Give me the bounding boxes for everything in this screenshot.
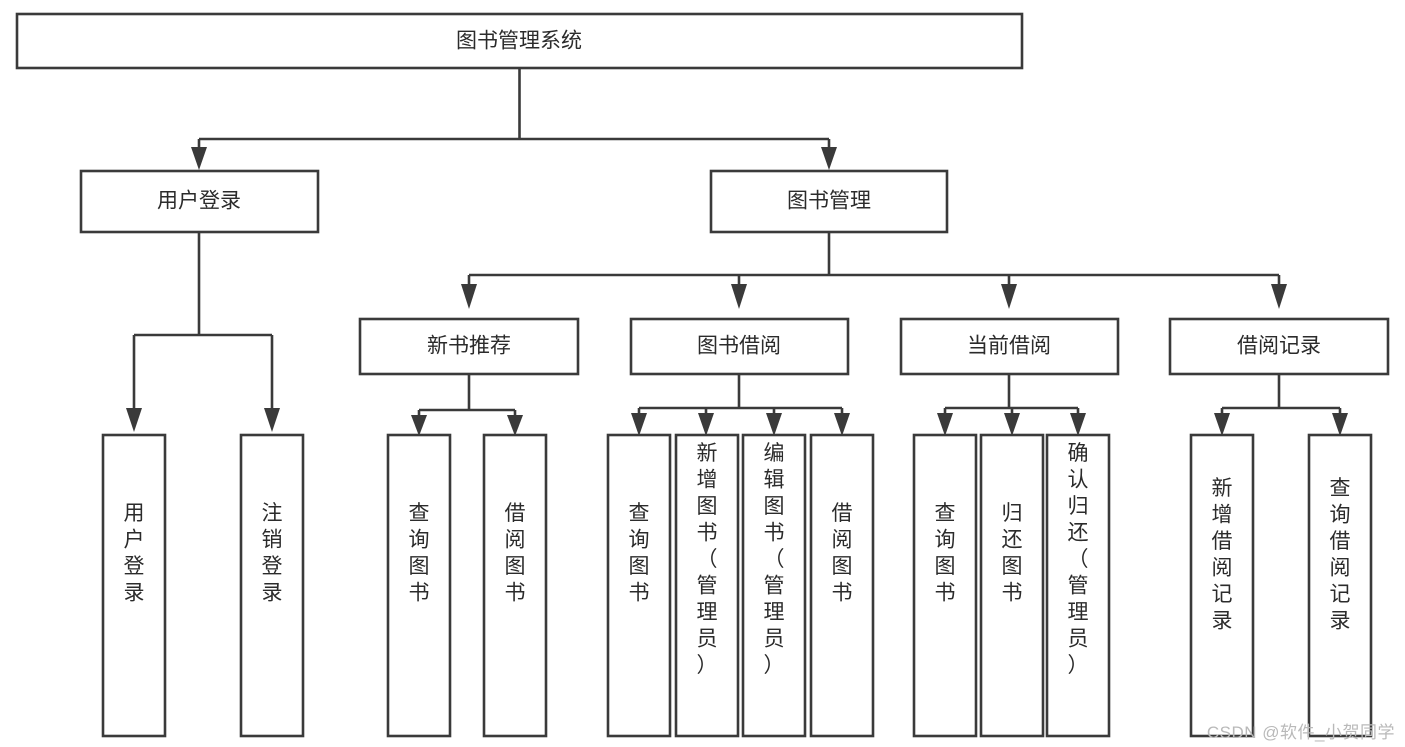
leaf-book-borrow-4-box[interactable] bbox=[809, 433, 875, 738]
arrow-books-n2 bbox=[731, 284, 747, 309]
leaf-user-login-2-label: 注销登录 bbox=[262, 502, 283, 605]
leaf-book-borrow-1-label: 查询图书 bbox=[629, 502, 650, 605]
arrow-books-n3 bbox=[1001, 284, 1017, 309]
leaf-book-borrow-2[interactable]: 新增图书（管理员） bbox=[674, 433, 740, 738]
leaf-recommend-1[interactable]: 查询图书 bbox=[386, 433, 452, 738]
node-current-borrow-box[interactable] bbox=[899, 317, 1120, 376]
arrow-root-to-books bbox=[821, 147, 837, 170]
leaf-user-login-1-box[interactable] bbox=[101, 433, 167, 738]
node-root-label: 图书管理系统 bbox=[456, 30, 582, 53]
leaf-user-login-2[interactable]: 注销登录 bbox=[239, 433, 305, 738]
node-user-login-label: 用户登录 bbox=[157, 190, 241, 213]
arrow-borrow-l3 bbox=[766, 413, 782, 436]
node-current-borrow-label: 当前借阅 bbox=[967, 335, 1051, 358]
node-book-borrow-box[interactable] bbox=[629, 317, 850, 376]
leaf-borrow-record-2-label: 查询借阅记录 bbox=[1330, 477, 1351, 633]
leaf-current-borrow-3-label: 确认归还（管理员） bbox=[1068, 442, 1089, 677]
leaf-current-borrow-1-label: 查询图书 bbox=[935, 502, 956, 605]
node-book-borrow[interactable]: 图书借阅 bbox=[629, 317, 850, 376]
leaf-user-login-1-label: 用户登录 bbox=[124, 502, 145, 605]
leaf-current-borrow-1-box[interactable] bbox=[912, 433, 978, 738]
arrow-recommend-l2 bbox=[507, 415, 523, 436]
leaf-borrow-record-2[interactable]: 查询借阅记录 bbox=[1307, 433, 1373, 738]
node-root-box[interactable] bbox=[15, 12, 1024, 70]
leaf-user-login-2-box[interactable] bbox=[239, 433, 305, 738]
leaf-current-borrow-2-box[interactable] bbox=[979, 433, 1045, 738]
node-borrow-record[interactable]: 借阅记录 bbox=[1168, 317, 1390, 376]
node-borrow-record-box[interactable] bbox=[1168, 317, 1390, 376]
arrow-user-leaf2 bbox=[264, 408, 280, 432]
arrow-borrow-l4 bbox=[834, 413, 850, 436]
leaf-current-borrow-1[interactable]: 查询图书 bbox=[912, 433, 978, 738]
leaf-book-borrow-3[interactable]: 编辑图书（管理员） bbox=[741, 433, 807, 738]
arrow-borrow-l2 bbox=[698, 413, 714, 436]
leaf-recommend-1-box[interactable] bbox=[386, 433, 452, 738]
arrow-borrow-l1 bbox=[631, 413, 647, 436]
node-new-book-recommend-label: 新书推荐 bbox=[427, 335, 511, 358]
leaf-book-borrow-2-box[interactable] bbox=[674, 433, 740, 738]
leaf-current-borrow-3-box[interactable] bbox=[1045, 433, 1111, 738]
node-new-book-recommend-box[interactable] bbox=[358, 317, 580, 376]
leaf-borrow-record-1[interactable]: 新增借阅记录 bbox=[1189, 433, 1255, 738]
leaf-recommend-2[interactable]: 借阅图书 bbox=[482, 433, 548, 738]
node-book-management[interactable]: 图书管理 bbox=[709, 169, 949, 234]
arrow-current-l2 bbox=[1004, 413, 1020, 436]
node-new-book-recommend[interactable]: 新书推荐 bbox=[358, 317, 580, 376]
leaf-borrow-record-1-box[interactable] bbox=[1189, 433, 1255, 738]
leaf-recommend-2-box[interactable] bbox=[482, 433, 548, 738]
arrow-current-l1 bbox=[937, 413, 953, 436]
leaf-book-borrow-1[interactable]: 查询图书 bbox=[606, 433, 672, 738]
leaf-book-borrow-2-label: 新增图书（管理员） bbox=[697, 442, 718, 677]
leaf-current-borrow-3[interactable]: 确认归还（管理员） bbox=[1045, 433, 1111, 738]
leaf-book-borrow-4[interactable]: 借阅图书 bbox=[809, 433, 875, 738]
arrow-record-l2 bbox=[1332, 413, 1348, 436]
leaf-book-borrow-3-label: 编辑图书（管理员） bbox=[764, 442, 785, 677]
leaf-current-borrow-2-label: 归还图书 bbox=[1002, 502, 1023, 605]
arrow-books-n1 bbox=[461, 284, 477, 309]
node-book-management-box[interactable] bbox=[709, 169, 949, 234]
node-current-borrow[interactable]: 当前借阅 bbox=[899, 317, 1120, 376]
connector-layer bbox=[126, 68, 1348, 436]
leaf-book-borrow-4-label: 借阅图书 bbox=[832, 502, 853, 605]
leaf-book-borrow-1-box[interactable] bbox=[606, 433, 672, 738]
arrow-record-l1 bbox=[1214, 413, 1230, 436]
arrow-books-n4 bbox=[1271, 284, 1287, 309]
leaf-user-login-1[interactable]: 用户登录 bbox=[101, 433, 167, 738]
arrow-root-to-user bbox=[191, 147, 207, 170]
leaf-borrow-record-1-label: 新增借阅记录 bbox=[1212, 477, 1233, 633]
leaf-current-borrow-2[interactable]: 归还图书 bbox=[979, 433, 1045, 738]
arrow-current-l3 bbox=[1070, 413, 1086, 436]
node-book-borrow-label: 图书借阅 bbox=[697, 335, 781, 358]
leaf-borrow-record-2-box[interactable] bbox=[1307, 433, 1373, 738]
node-user-login-box[interactable] bbox=[79, 169, 320, 234]
node-book-management-label: 图书管理 bbox=[787, 190, 871, 213]
arrow-user-leaf1 bbox=[126, 408, 142, 432]
leaf-recommend-1-label: 查询图书 bbox=[409, 502, 430, 605]
node-user-login[interactable]: 用户登录 bbox=[79, 169, 320, 234]
leaf-recommend-2-label: 借阅图书 bbox=[505, 502, 526, 605]
node-borrow-record-label: 借阅记录 bbox=[1237, 335, 1321, 358]
leaf-book-borrow-3-box[interactable] bbox=[741, 433, 807, 738]
arrow-recommend-l1 bbox=[411, 415, 427, 436]
node-root[interactable]: 图书管理系统 bbox=[15, 12, 1024, 70]
